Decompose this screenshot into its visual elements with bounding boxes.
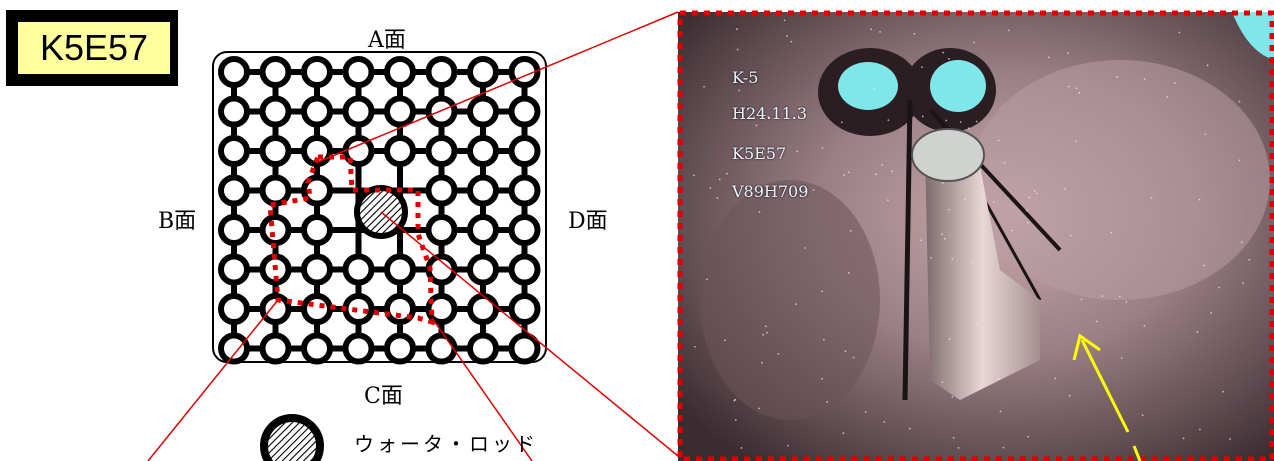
fuel-rod — [218, 293, 250, 325]
fuel-rod — [384, 95, 416, 128]
fuel-rod — [218, 253, 250, 286]
leader-line-center — [380, 211, 679, 457]
fuel-rod — [425, 95, 458, 128]
fuel-rod — [467, 174, 499, 207]
leader-line-left — [147, 299, 279, 461]
fuel-rod — [259, 174, 292, 207]
arrow-2 — [1132, 445, 1142, 461]
inspection-region — [267, 154, 435, 326]
fuel-rod — [384, 332, 416, 365]
fuel-rod — [467, 332, 499, 365]
fuel-rod — [218, 214, 250, 246]
fuel-rod — [467, 253, 499, 286]
fuel-rod — [259, 293, 292, 325]
overlay-line-2: H24.11.3 — [732, 104, 808, 123]
fuel-rod — [425, 293, 458, 325]
fuel-rod — [508, 293, 541, 325]
fuel-rod — [301, 135, 333, 167]
face-label-d: D面 — [568, 209, 608, 234]
fuel-rod — [467, 214, 499, 246]
fuel-rod — [384, 253, 416, 286]
overlay-line-1: K-5 — [732, 68, 759, 87]
fuel-rod — [342, 56, 375, 88]
fuel-rod — [425, 135, 458, 167]
fuel-rod — [467, 95, 499, 128]
fuel-rod — [425, 332, 458, 365]
bundle-label: K5E57 — [16, 20, 172, 76]
fuel-rod — [218, 56, 250, 88]
fuel-rod — [425, 214, 458, 246]
camera-frame — [677, 10, 1274, 461]
fuel-rod — [259, 56, 292, 88]
fuel-rod — [508, 174, 541, 207]
fuel-rod — [259, 135, 292, 167]
fuel-rod — [301, 174, 333, 207]
fuel-rod — [301, 214, 333, 246]
fuel-rod — [301, 332, 333, 365]
fuel-rod — [259, 95, 292, 128]
fuel-rod — [218, 332, 250, 365]
overlay-line-3: K5E57 — [732, 144, 787, 163]
fuel-rod — [342, 253, 375, 286]
fuel-rod — [301, 253, 333, 286]
face-label-b: B面 — [158, 209, 197, 234]
fuel-rod — [467, 135, 499, 167]
bundle-label-box: K5E57 — [6, 10, 178, 86]
fuel-rod — [301, 56, 333, 88]
fuel-rod — [425, 56, 458, 88]
fuel-rod — [508, 332, 541, 365]
fuel-rod — [301, 95, 333, 128]
camera-photo — [678, 12, 1274, 461]
fuel-rod — [384, 56, 416, 88]
fuel-rod — [508, 253, 541, 286]
leader-line-right — [431, 317, 533, 461]
fuel-rod — [218, 95, 250, 128]
fuel-rod — [259, 332, 292, 365]
legend-water-rod-label: ウォータ・ロッド — [354, 432, 538, 456]
fuel-rod — [467, 293, 499, 325]
leader-line-top — [317, 11, 679, 163]
fuel-rod — [218, 135, 250, 167]
legend-water-rod-icon — [260, 414, 324, 461]
fuel-rod — [342, 332, 375, 365]
arrow-1 — [1072, 333, 1130, 433]
fuel-rod — [301, 293, 333, 325]
fuel-rod — [259, 214, 292, 246]
fuel-rod — [218, 174, 250, 207]
fuel-rod — [508, 95, 541, 128]
fuel-rod — [384, 135, 416, 167]
fuel-rod — [425, 174, 458, 207]
face-label-c: C面 — [364, 384, 403, 409]
fuel-rod — [467, 56, 499, 88]
overlay-line-4: V89H709 — [732, 182, 809, 201]
fuel-rod — [384, 293, 416, 325]
fuel-rod — [342, 95, 375, 128]
fuel-rod — [508, 135, 541, 167]
face-label-a: A面 — [368, 28, 406, 53]
fuel-rod — [508, 214, 541, 246]
